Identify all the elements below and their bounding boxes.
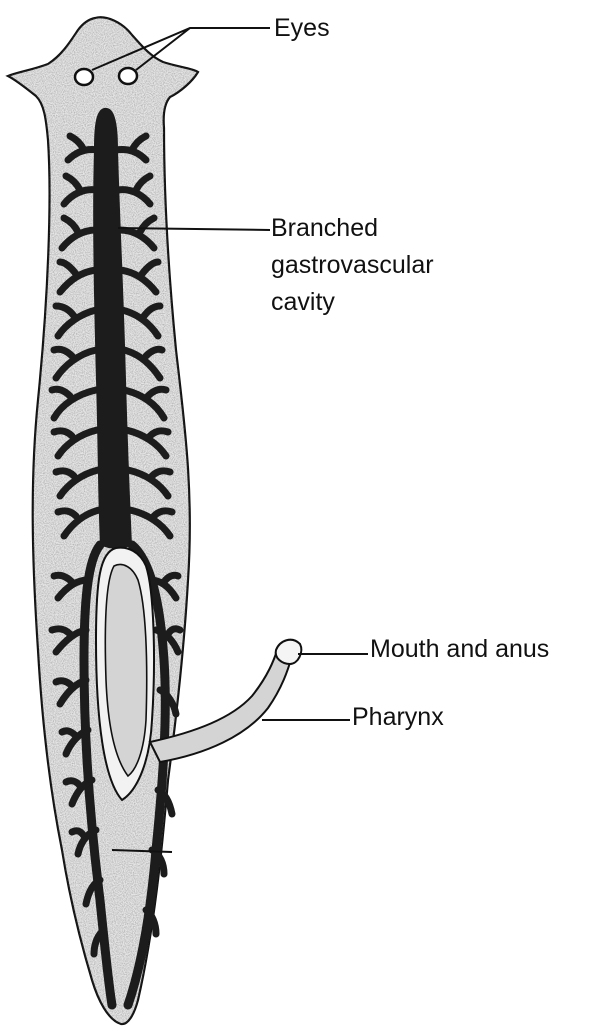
label-gastrovascular-line3: cavity bbox=[271, 287, 335, 317]
left-eye bbox=[75, 69, 93, 85]
label-eyes: Eyes bbox=[274, 13, 330, 43]
label-pharynx: Pharynx bbox=[352, 702, 444, 732]
label-gastrovascular-line2: gastrovascular bbox=[271, 250, 434, 280]
label-gastrovascular-line1: Branched bbox=[271, 213, 378, 243]
right-eye bbox=[119, 68, 137, 84]
mouth-opening bbox=[276, 640, 302, 664]
label-mouth-and-anus: Mouth and anus bbox=[370, 634, 549, 664]
